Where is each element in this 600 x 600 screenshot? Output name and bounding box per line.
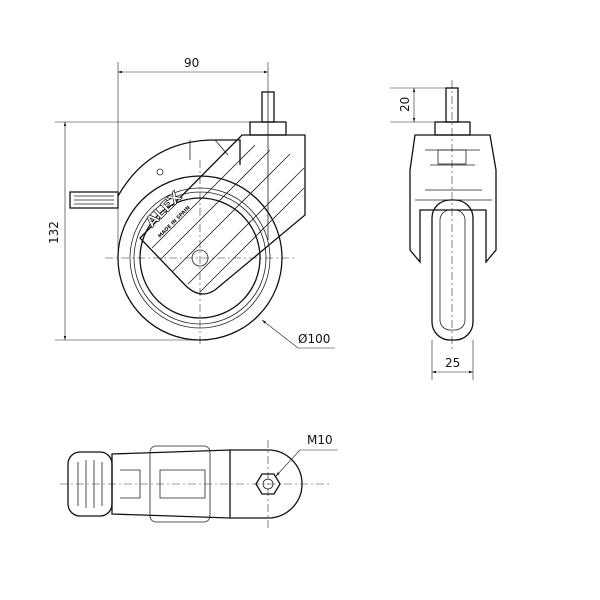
side-view: ALEX MADE IN SPAIN 90 132 Ø100 <box>47 56 335 349</box>
dim-thread: M10 <box>307 433 333 447</box>
dim-offset-width: 90 <box>184 56 199 70</box>
hood <box>117 139 241 197</box>
top-brake-pedal <box>67 451 113 517</box>
dim-wheel-diameter: Ø100 <box>298 332 330 346</box>
fork <box>139 134 306 295</box>
front-wheel <box>431 199 474 341</box>
dim-wheel-width: 25 <box>445 356 460 370</box>
front-stem <box>445 87 459 123</box>
front-view: 20 25 <box>390 80 497 380</box>
dim-overall-height: 132 <box>47 221 61 244</box>
top-housing <box>230 449 303 519</box>
top-view: M10 <box>60 433 338 530</box>
dim-stem-length: 20 <box>398 97 412 112</box>
front-fork <box>409 134 497 264</box>
hex-nut <box>255 473 281 495</box>
